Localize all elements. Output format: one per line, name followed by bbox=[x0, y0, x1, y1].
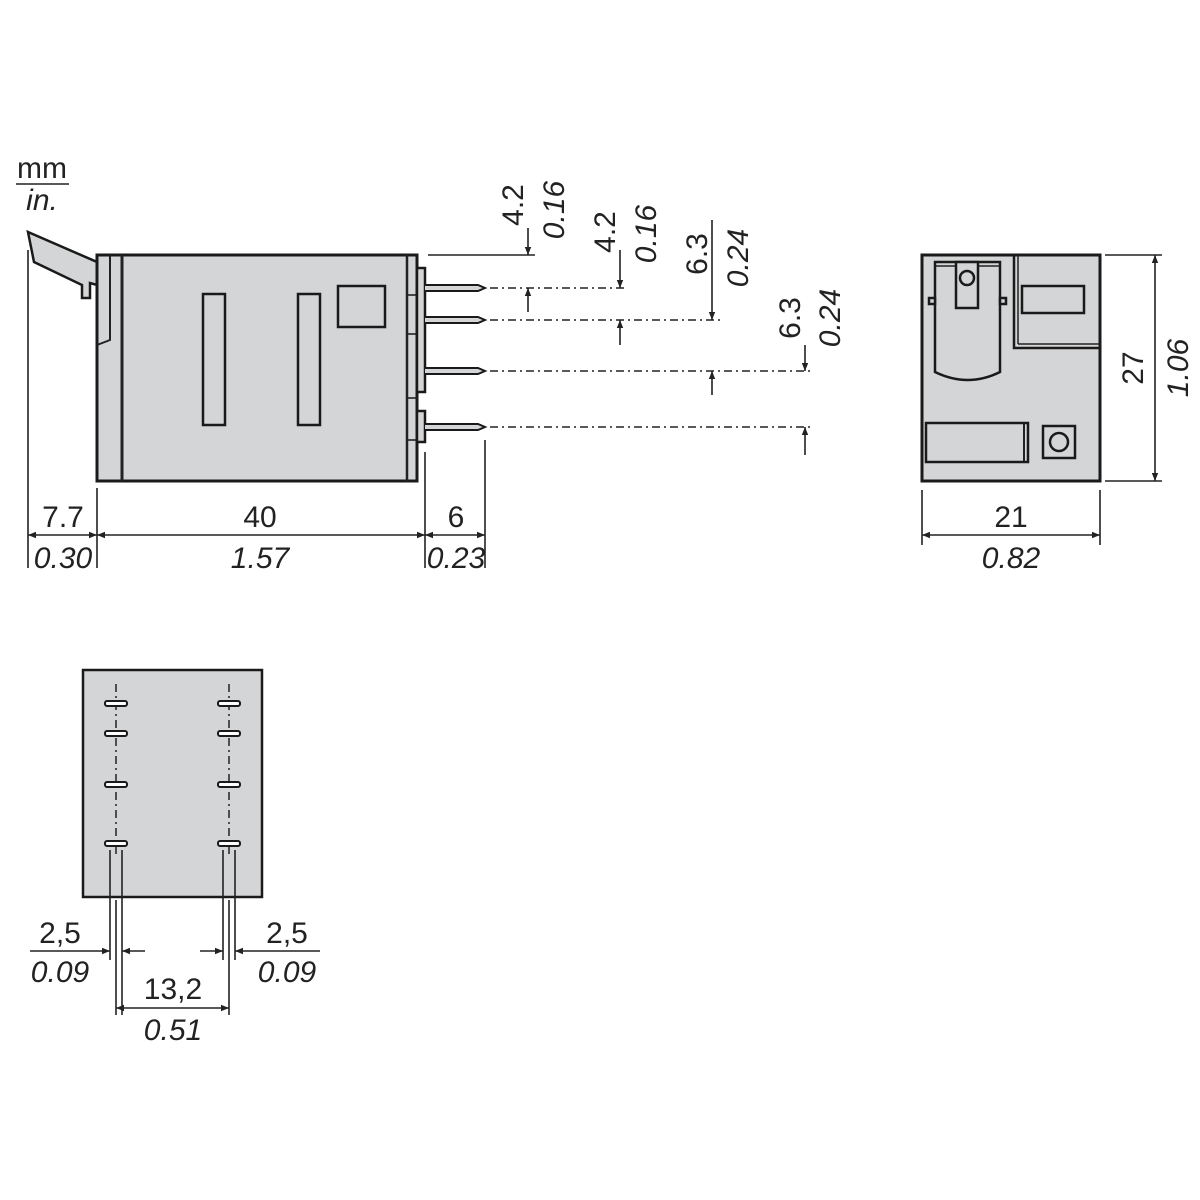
lever-front bbox=[933, 260, 1002, 382]
release-lever bbox=[26, 229, 99, 300]
test-button-slot bbox=[924, 421, 1030, 464]
window-2 bbox=[296, 292, 322, 427]
pin bbox=[425, 423, 488, 431]
pins bbox=[425, 284, 488, 431]
side-view: 4.2 0.16 4.2 0.16 6.3 0.24 6.3 0.24 7.7 … bbox=[26, 180, 847, 575]
pin-slot bbox=[217, 840, 241, 847]
unit-mm: mm bbox=[17, 152, 67, 185]
bottom-view: 2,5 0.09 2,5 0.09 13,2 0.51 bbox=[30, 668, 320, 1047]
pin-offset-4-mm: 6.3 bbox=[774, 297, 807, 339]
units-legend: mm in. bbox=[16, 152, 69, 217]
left-pin-width-mm: 2,5 bbox=[39, 917, 81, 950]
label-window bbox=[1020, 284, 1086, 315]
window-1 bbox=[201, 292, 227, 427]
indicator-window bbox=[336, 284, 387, 329]
pin-offset-2-mm: 4.2 bbox=[589, 211, 622, 253]
left-pin-width-in: 0.09 bbox=[31, 956, 90, 989]
width-mm: 21 bbox=[994, 501, 1027, 534]
latch-hole bbox=[958, 269, 976, 287]
row-spacing-in: 0.51 bbox=[144, 1014, 202, 1047]
pin-slot bbox=[217, 730, 241, 737]
width-in: 0.82 bbox=[982, 542, 1041, 575]
pin bbox=[425, 316, 488, 324]
pin-offset-4-in: 0.24 bbox=[814, 289, 847, 347]
pin-plate-lower bbox=[415, 409, 427, 444]
pin-length-in: 0.23 bbox=[427, 542, 486, 575]
pin-plate-upper bbox=[415, 266, 427, 394]
pin-slot bbox=[217, 700, 241, 707]
pin-slots bbox=[104, 700, 241, 847]
right-pin-width-in: 0.09 bbox=[258, 956, 317, 989]
pin bbox=[425, 367, 488, 375]
front-view: 27 1.06 21 0.82 bbox=[920, 253, 1195, 575]
pin-slot bbox=[104, 730, 128, 737]
pin-slot bbox=[104, 781, 128, 788]
height-in: 1.06 bbox=[1162, 338, 1195, 397]
pin-slot bbox=[104, 840, 128, 847]
pin-offset-1-mm: 4.2 bbox=[497, 184, 530, 226]
pin-slot bbox=[217, 781, 241, 788]
body-length-in: 1.57 bbox=[231, 542, 291, 575]
led-icon bbox=[1048, 431, 1070, 453]
pin-offset-2-in: 0.16 bbox=[630, 204, 663, 263]
lever-length-in: 0.30 bbox=[34, 542, 93, 575]
height-mm: 27 bbox=[1117, 351, 1150, 384]
row-spacing-mm: 13,2 bbox=[144, 973, 202, 1006]
lever-length-mm: 7.7 bbox=[42, 501, 84, 534]
pin-offset-1-in: 0.16 bbox=[538, 180, 571, 239]
unit-in: in. bbox=[26, 184, 58, 217]
pin-length-mm: 6 bbox=[448, 501, 465, 534]
pin bbox=[425, 284, 488, 292]
pin-slot bbox=[104, 700, 128, 707]
pin-offset-3-mm: 6.3 bbox=[681, 233, 714, 275]
body-length-mm: 40 bbox=[243, 501, 276, 534]
pin-offset-3-in: 0.24 bbox=[722, 229, 755, 287]
right-pin-width-mm: 2,5 bbox=[266, 917, 308, 950]
